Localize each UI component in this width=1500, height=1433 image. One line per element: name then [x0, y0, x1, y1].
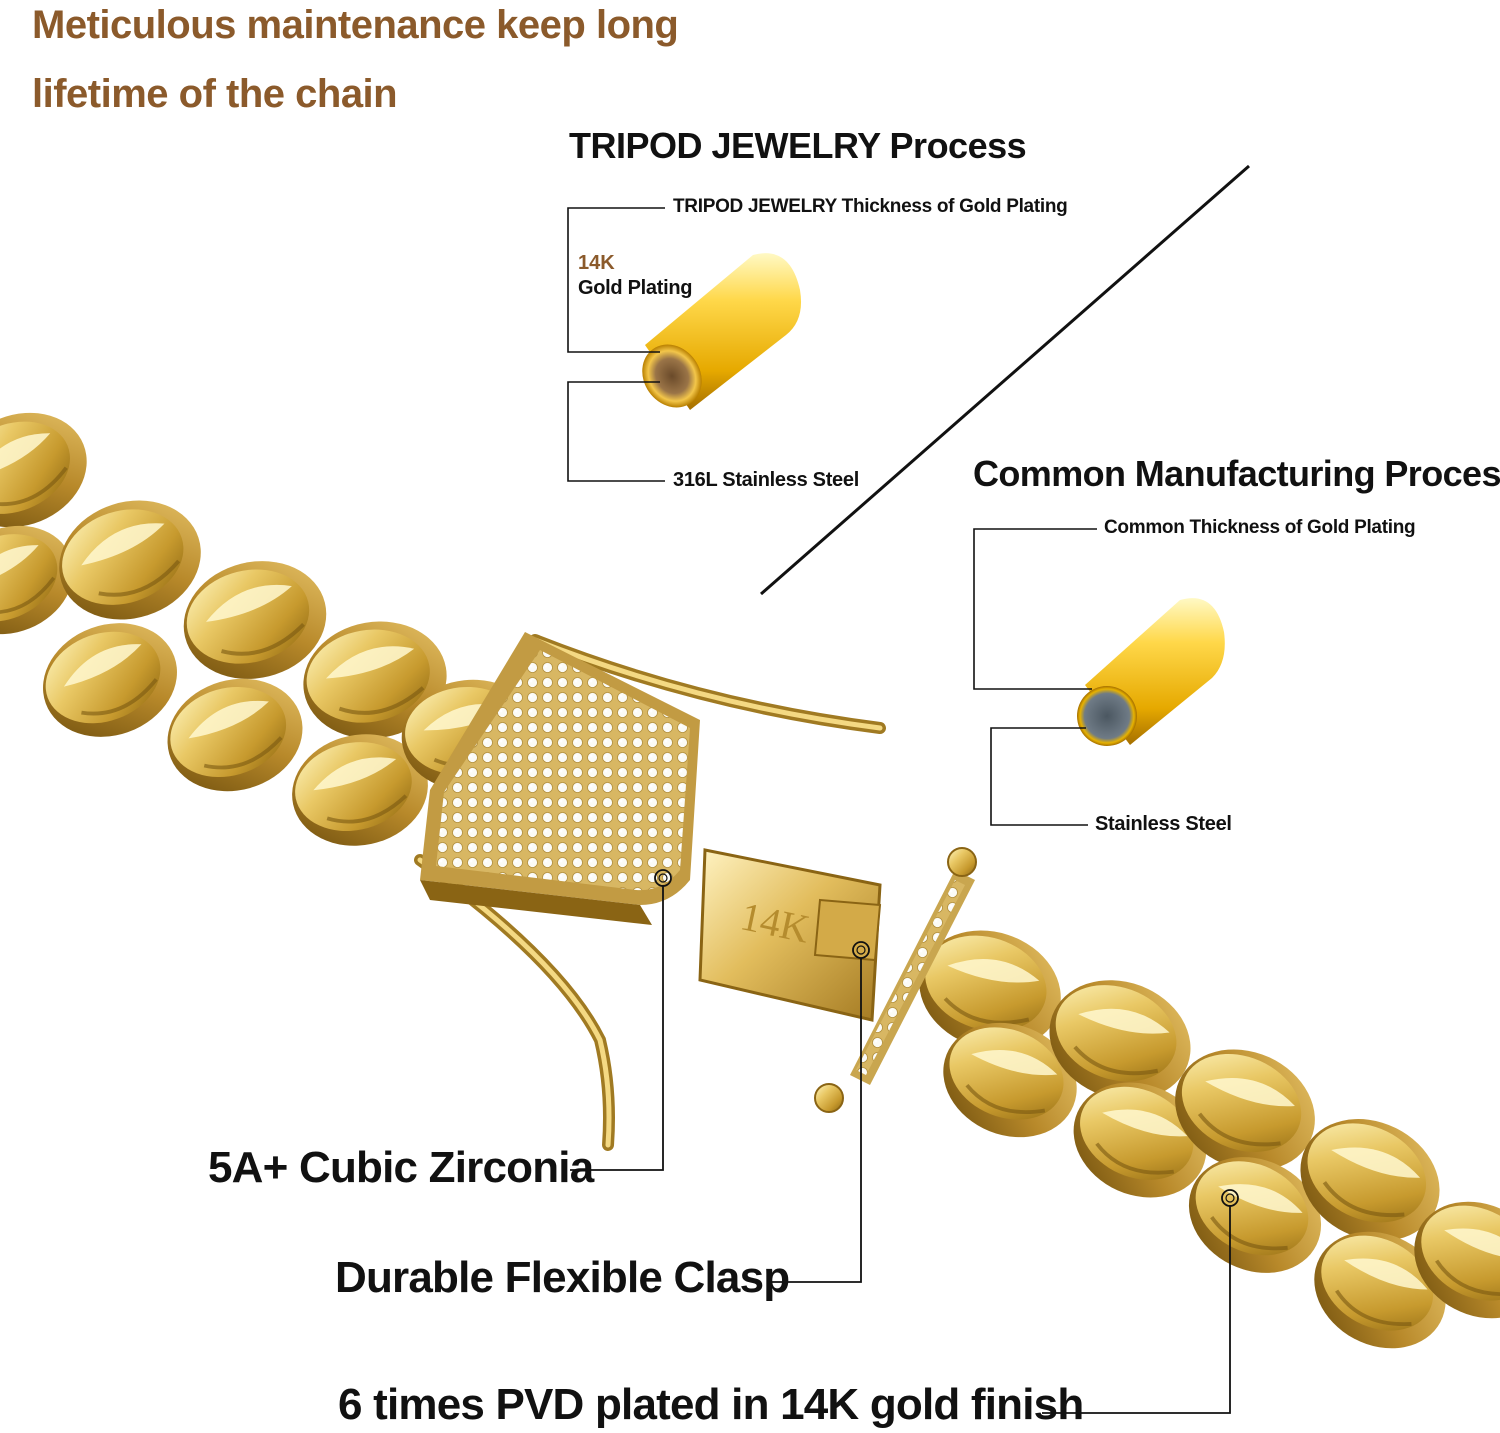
tripod-thickness-label: TRIPOD JEWELRY Thickness of Gold Plating [673, 196, 1068, 217]
callout-flexible-clasp: Durable Flexible Clasp [335, 1253, 790, 1302]
headline-line-2: lifetime of the chain [32, 72, 398, 116]
clasp-end-bar [814, 847, 977, 1113]
callout-leader-lines [570, 885, 1231, 1414]
clasp-wire [414, 634, 886, 1151]
headline-line-1: Meticulous maintenance keep long [32, 3, 679, 47]
common-core-label: Stainless Steel [1095, 813, 1232, 835]
plating-leader-lines [567, 207, 1097, 826]
callout-cubic-zirconia: 5A+ Cubic Zirconia [208, 1143, 594, 1192]
common-process-title: Common Manufacturing Process [973, 453, 1500, 494]
tripod-plating-label: Gold Plating [578, 277, 693, 299]
callout-markers [654, 869, 1239, 1207]
tripod-process-title: TRIPOD JEWELRY Process [569, 125, 1027, 166]
tripod-core-label: 316L Stainless Steel [673, 469, 859, 491]
tripod-gold-tube [642, 253, 802, 410]
clasp-tongue-box: 14K [698, 848, 882, 1022]
common-thickness-label: Common Thickness of Gold Plating [1104, 517, 1416, 538]
tripod-karat-label: 14K [578, 252, 615, 274]
common-gold-tube [1077, 598, 1225, 746]
clasp-pave-box [420, 632, 700, 925]
chain-right [901, 910, 1500, 1373]
callout-pvd-finish: 6 times PVD plated in 14K gold finish [338, 1380, 1084, 1429]
divider-line [760, 164, 1250, 596]
